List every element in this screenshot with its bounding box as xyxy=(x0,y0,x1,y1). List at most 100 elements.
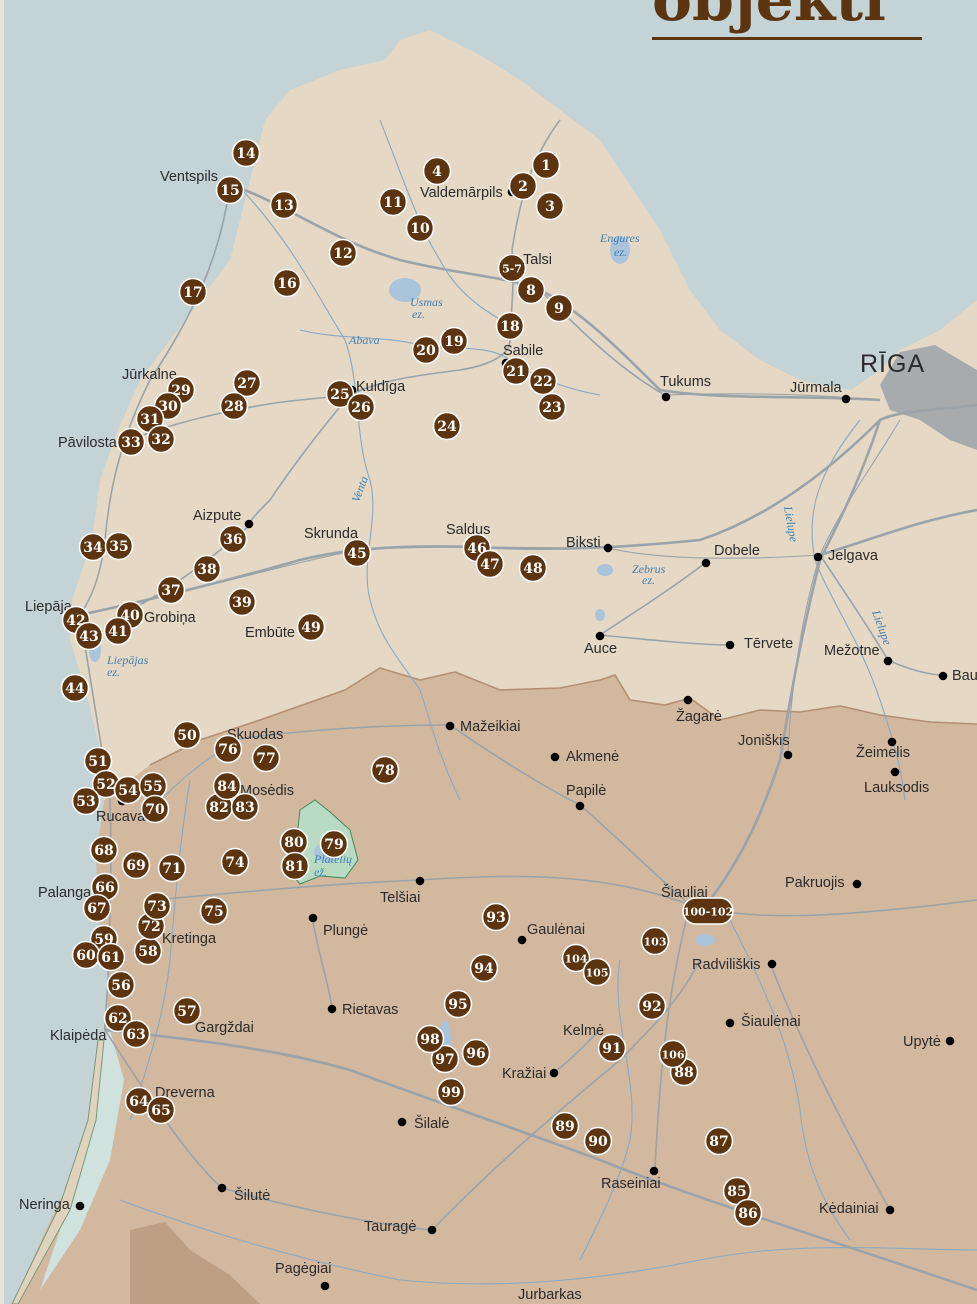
object-marker[interactable]: 37 xyxy=(156,575,186,605)
city-label[interactable]: Dobele xyxy=(714,543,760,559)
city-label[interactable]: Žeimelis xyxy=(856,744,910,761)
object-marker[interactable]: 24 xyxy=(432,411,462,441)
object-marker[interactable]: 1 xyxy=(531,150,561,180)
object-marker[interactable]: 48 xyxy=(518,553,548,583)
object-marker[interactable]: 60 xyxy=(71,940,101,970)
city-label[interactable]: Pagėgiai xyxy=(275,1261,331,1277)
city-label[interactable]: Kėdainiai xyxy=(819,1201,879,1217)
city-label[interactable]: Akmenė xyxy=(566,749,619,765)
city-label[interactable]: Šiauliai xyxy=(661,884,708,901)
object-marker[interactable]: 70 xyxy=(140,794,170,824)
object-marker[interactable]: 68 xyxy=(89,835,119,865)
object-marker[interactable]: 58 xyxy=(133,936,163,966)
object-marker[interactable]: 51 xyxy=(83,746,113,776)
object-marker[interactable]: 33 xyxy=(116,427,146,457)
object-marker[interactable]: 74 xyxy=(220,847,250,877)
city-label[interactable]: Embūte xyxy=(245,625,295,641)
city-label[interactable]: Liepāja xyxy=(25,599,73,615)
object-marker[interactable]: 22 xyxy=(528,366,558,396)
object-marker[interactable]: 50 xyxy=(172,720,202,750)
object-marker[interactable]: 93 xyxy=(481,902,511,932)
city-label[interactable]: Skuodas xyxy=(227,727,283,743)
object-marker[interactable]: 55 xyxy=(138,771,168,801)
city-label[interactable]: Gaulėnai xyxy=(527,922,585,938)
city-label[interactable]: Telšiai xyxy=(380,890,420,906)
object-marker[interactable]: 66 xyxy=(90,872,120,902)
object-marker[interactable]: 92 xyxy=(637,991,667,1021)
object-marker[interactable]: 49 xyxy=(296,612,326,642)
object-marker[interactable]: 91 xyxy=(597,1033,627,1063)
city-label[interactable]: Papilė xyxy=(566,783,606,799)
city-label[interactable]: Bau xyxy=(952,668,977,684)
object-marker[interactable]: 14 xyxy=(231,138,261,168)
object-marker[interactable]: 23 xyxy=(537,392,567,422)
object-marker[interactable]: 10 xyxy=(405,213,435,243)
city-label[interactable]: Šiaulėnai xyxy=(741,1013,801,1030)
object-marker[interactable]: 9 xyxy=(544,293,574,323)
object-marker[interactable]: 2 xyxy=(508,171,538,201)
object-marker[interactable]: 56 xyxy=(106,970,136,1000)
city-label[interactable]: Pāvilosta xyxy=(58,435,118,451)
city-label[interactable]: Kražiai xyxy=(502,1066,546,1082)
object-marker[interactable]: 5-7 xyxy=(497,253,527,283)
object-marker[interactable]: 35 xyxy=(104,531,134,561)
capital-label[interactable]: RĪGA xyxy=(860,350,925,378)
city-label[interactable]: Upytė xyxy=(903,1034,941,1050)
city-label[interactable]: Mežotne xyxy=(824,643,880,659)
city-label[interactable]: Kuldīga xyxy=(356,379,406,395)
object-marker[interactable]: 84 xyxy=(212,771,242,801)
city-label[interactable]: Žagarė xyxy=(676,708,722,725)
city-label[interactable]: Gargždai xyxy=(195,1020,254,1036)
city-label[interactable]: Klaipėda xyxy=(50,1028,107,1044)
object-marker[interactable]: 75 xyxy=(199,896,229,926)
city-label[interactable]: Rucava xyxy=(96,809,146,825)
city-label[interactable]: Auce xyxy=(584,641,617,657)
object-marker[interactable]: 3 xyxy=(535,191,565,221)
object-marker[interactable]: 106 xyxy=(658,1039,688,1069)
object-marker[interactable]: 26 xyxy=(346,392,376,422)
object-marker[interactable]: 44 xyxy=(60,673,90,703)
object-marker[interactable]: 79 xyxy=(319,829,349,859)
object-marker[interactable]: 25 xyxy=(325,379,355,409)
object-marker[interactable]: 99 xyxy=(436,1077,466,1107)
object-marker[interactable]: 43 xyxy=(74,621,104,651)
city-label[interactable]: Talsi xyxy=(523,252,552,268)
object-marker[interactable]: 27 xyxy=(232,368,262,398)
object-marker[interactable]: 36 xyxy=(218,524,248,554)
object-marker[interactable]: 45 xyxy=(342,538,372,568)
city-label[interactable]: Jūrkalne xyxy=(122,367,177,383)
object-marker[interactable]: 78 xyxy=(370,755,400,785)
object-marker[interactable]: 85 xyxy=(722,1176,752,1206)
city-label[interactable]: Tauragė xyxy=(364,1219,416,1235)
city-label[interactable]: Lauksodis xyxy=(864,780,929,796)
object-marker[interactable]: 76 xyxy=(213,734,243,764)
object-marker[interactable]: 62 xyxy=(103,1003,133,1033)
object-marker[interactable]: 15 xyxy=(215,175,245,205)
city-label[interactable]: Joniškis xyxy=(738,733,790,749)
object-marker[interactable]: 97 xyxy=(430,1044,460,1074)
object-marker[interactable]: 52 xyxy=(91,769,121,799)
object-marker[interactable]: 57 xyxy=(172,996,202,1026)
object-marker[interactable]: 90 xyxy=(583,1126,613,1156)
city-label[interactable]: Skrunda xyxy=(304,526,359,542)
object-marker[interactable]: 47 xyxy=(475,549,505,579)
city-label[interactable]: Aizpute xyxy=(193,508,241,524)
city-label[interactable]: Kelmė xyxy=(563,1023,604,1039)
city-label[interactable]: Pakruojis xyxy=(785,875,845,891)
city-label[interactable]: Mosėdis xyxy=(240,783,294,799)
object-marker[interactable]: 20 xyxy=(411,335,441,365)
object-marker[interactable]: 34 xyxy=(78,532,108,562)
object-marker[interactable]: 8 xyxy=(516,275,546,305)
object-marker[interactable]: 16 xyxy=(272,268,302,298)
city-label[interactable]: Radviliškis xyxy=(692,957,761,973)
object-marker[interactable]: 39 xyxy=(227,587,257,617)
city-label[interactable]: Jelgava xyxy=(828,548,879,564)
object-marker[interactable]: 65 xyxy=(146,1095,176,1125)
city-label[interactable]: Tukums xyxy=(660,374,711,390)
city-label[interactable]: Sabile xyxy=(503,343,543,359)
city-label[interactable]: Mažeikiai xyxy=(460,719,520,735)
object-marker[interactable]: 100-102 xyxy=(682,897,734,925)
city-label[interactable]: Rietavas xyxy=(342,1002,398,1018)
